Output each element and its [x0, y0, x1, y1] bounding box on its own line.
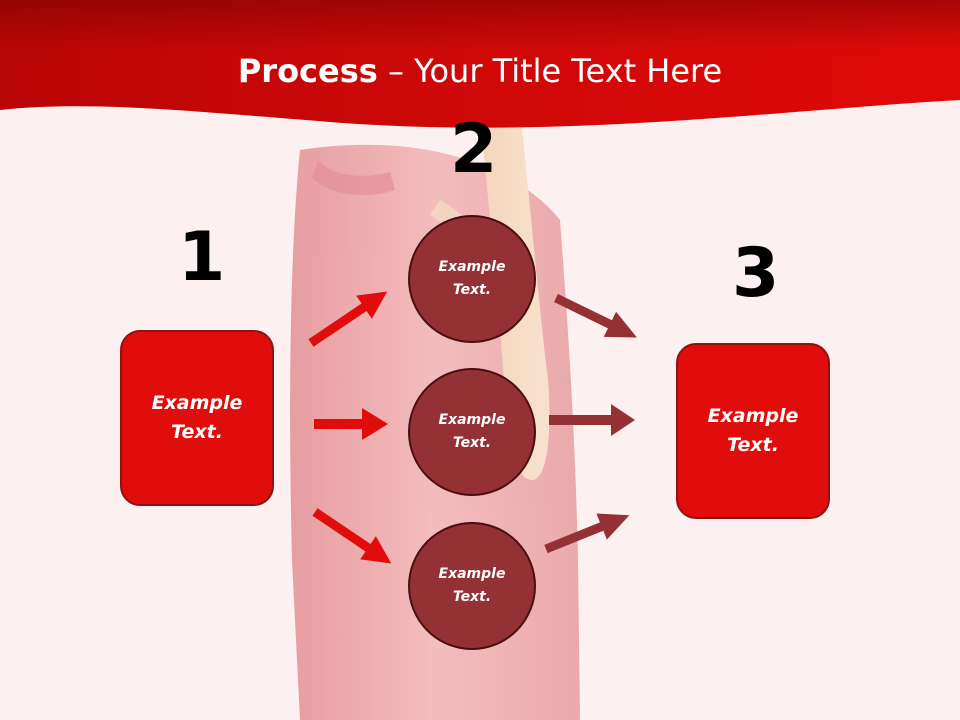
step-2-circle-bottom: Example Text.	[408, 522, 536, 650]
step-2-circle-middle: Example Text.	[408, 368, 536, 496]
step-number-3: 3	[732, 234, 780, 313]
circle-2-text-line1: Example	[438, 412, 506, 428]
title-banner	[0, 0, 960, 128]
step-1-box: Example Text.	[120, 330, 274, 506]
step-3-box: Example Text.	[676, 343, 830, 519]
step-3-text-line2: Text.	[727, 434, 779, 456]
circle-3-text-line1: Example	[438, 566, 506, 582]
circle-3-text-line2: Text.	[452, 589, 492, 605]
arrows-right	[544, 293, 637, 554]
step-2-circle-top: Example Text.	[408, 215, 536, 343]
slide-title: Process – Your Title Text Here	[0, 52, 960, 90]
title-rest: – Your Title Text Here	[377, 52, 723, 90]
circle-2-text-line2: Text.	[452, 435, 492, 451]
step-3-text-line1: Example	[707, 405, 799, 427]
step-number-1: 1	[178, 218, 226, 297]
step-number-2: 2	[450, 110, 498, 189]
step-1-text-line2: Text.	[171, 421, 223, 443]
arrows-left	[308, 291, 392, 564]
circle-1-text-line2: Text.	[452, 282, 492, 298]
circle-1-text-line1: Example	[438, 259, 506, 275]
step-1-text-line1: Example	[151, 392, 243, 414]
title-strong: Process	[237, 52, 378, 90]
